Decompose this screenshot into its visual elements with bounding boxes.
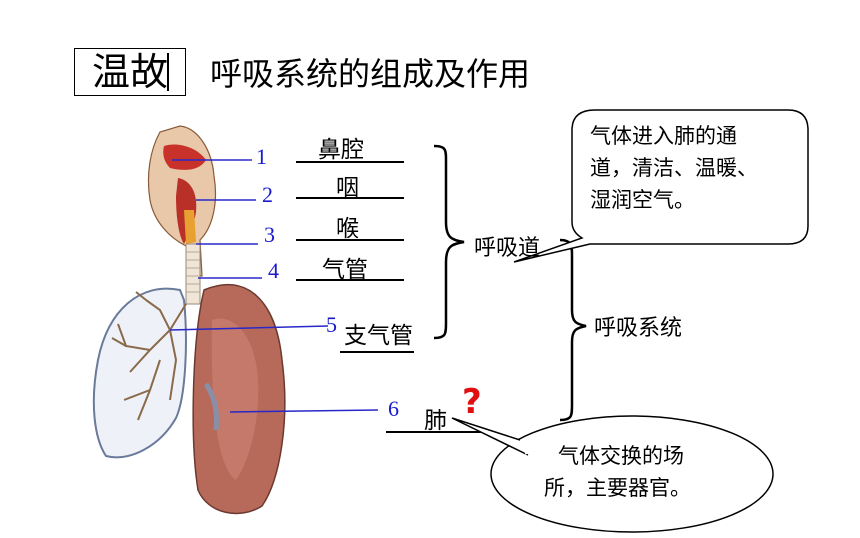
- part-label-larynx: 喉: [336, 216, 359, 242]
- lung-callout-tail: [451, 417, 529, 456]
- airway-callout-bubble: [513, 109, 809, 263]
- lung-callout-bubble: [490, 415, 774, 533]
- lung-callout-line-2: 所，主要器官。: [544, 476, 691, 500]
- lung-callout-text: 气体交换的场 所，主要器官。: [544, 440, 691, 504]
- label-underlines: [296, 161, 482, 433]
- system-brace: [559, 238, 587, 422]
- part-label-trachea: 气管: [322, 257, 368, 283]
- respiratory-anatomy-illustration: [92, 125, 286, 515]
- title-tag: 温故: [74, 48, 186, 96]
- airway-callout-line-1: 气体进入肺的通: [590, 124, 737, 148]
- label-number-6: 6: [388, 396, 399, 421]
- airway-callout-text: 气体进入肺的通 道，清洁、温暖、 湿润空气。: [590, 120, 758, 216]
- question-mark: ?: [462, 382, 482, 422]
- leader-lines: [169, 159, 379, 413]
- airway-callout-line-3: 湿润空气。: [590, 188, 695, 212]
- label-number-5: 5: [326, 312, 337, 337]
- part-label-pharynx: 咽: [336, 175, 359, 201]
- label-number-2: 2: [262, 182, 273, 207]
- lung-callout-line-1: 气体交换的场: [558, 444, 684, 468]
- leader-line-6: [229, 409, 379, 413]
- group-label-respiratory-system: 呼吸系统: [594, 316, 683, 341]
- page-title: 呼吸系统的组成及作用: [210, 55, 531, 93]
- airway-brace: [433, 144, 465, 340]
- leader-line-5: [169, 325, 329, 331]
- part-label-lung: 肺: [424, 408, 447, 434]
- part-label-bronchi: 支气管: [344, 323, 413, 349]
- airway-callout-line-2: 道，清洁、温暖、: [590, 156, 758, 180]
- part-label-nasal-cavity: 鼻腔: [318, 137, 364, 163]
- group-label-airway: 呼吸道: [474, 236, 541, 261]
- label-number-3: 3: [264, 222, 275, 247]
- label-number-1: 1: [256, 144, 267, 169]
- label-number-4: 4: [268, 258, 279, 283]
